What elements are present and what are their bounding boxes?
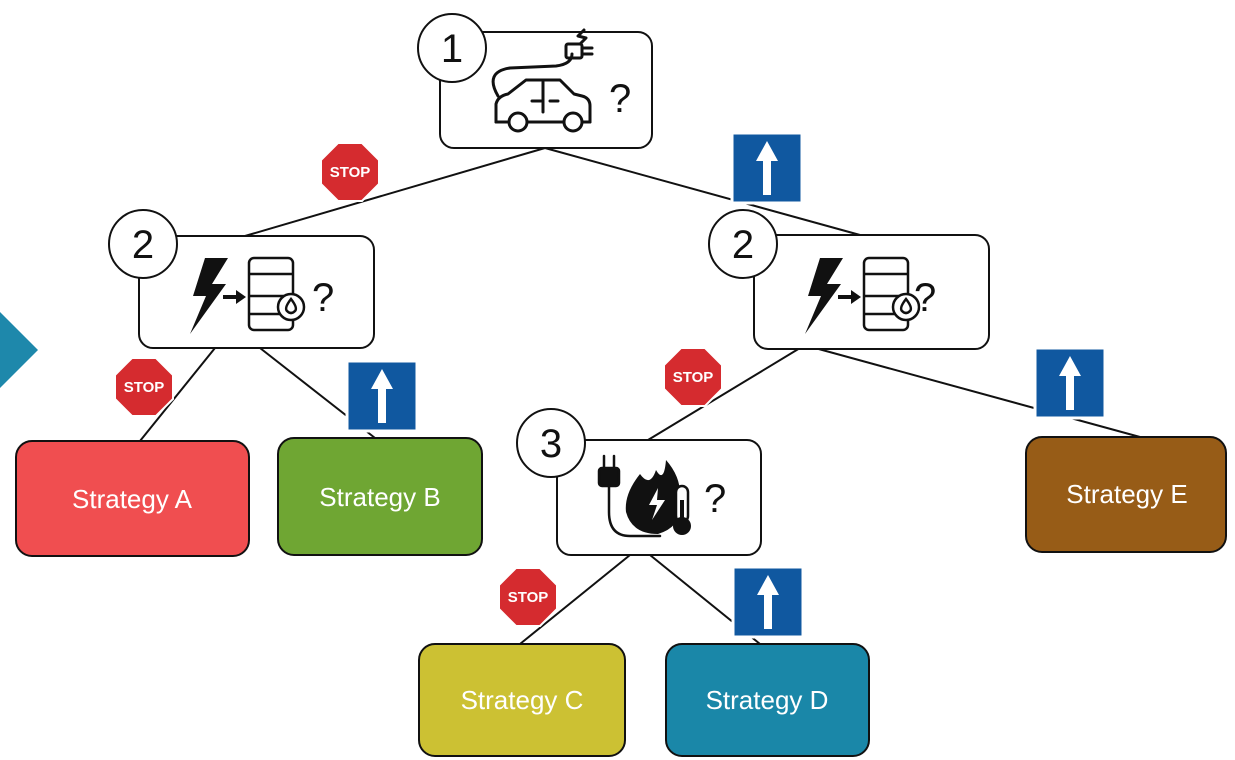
- question-mark: ?: [704, 477, 726, 521]
- question-node-2-right: ? 2: [708, 209, 990, 350]
- stop-sign-icon: STOP: [114, 357, 174, 417]
- tree-connectors: [139, 147, 1141, 645]
- node-number: 2: [132, 223, 154, 267]
- one-way-arrow-sign-icon: [345, 359, 419, 433]
- strategy-box: [15, 440, 250, 557]
- question-mark: ?: [609, 77, 631, 121]
- one-way-arrow-sign-icon: [731, 565, 805, 639]
- number-badge: [516, 408, 586, 478]
- strategy-box: [277, 437, 483, 556]
- node-number: 3: [540, 422, 562, 466]
- question-box: [753, 234, 990, 350]
- strategy-d: Strategy D: [665, 643, 870, 757]
- strategy-c: Strategy C: [418, 643, 626, 757]
- electric-car-icon: [491, 28, 594, 133]
- one-way-arrow-sign-icon: [1033, 346, 1107, 420]
- svg-text:STOP: STOP: [124, 379, 165, 396]
- electricity-to-fuel-icon: [190, 256, 306, 334]
- strategy-e: Strategy E: [1025, 436, 1227, 553]
- question-mark: ?: [914, 276, 936, 320]
- one-way-arrow-sign-icon: [730, 131, 804, 205]
- strategy-box: [418, 643, 626, 757]
- stop-sign-icon: STOP: [498, 567, 558, 627]
- connector-q2right-q3: [647, 347, 801, 441]
- strategy-box: [665, 643, 870, 757]
- question-node-2-left: ? 2: [108, 209, 375, 349]
- stop-sign-icon: STOP: [320, 142, 380, 202]
- strategy-label: Strategy E: [1066, 479, 1187, 509]
- question-node-3: ? 3: [516, 408, 762, 556]
- strategy-box: [1025, 436, 1227, 553]
- number-badge: [708, 209, 778, 279]
- svg-text:STOP: STOP: [330, 164, 371, 181]
- node-number: 2: [732, 223, 754, 267]
- node-number: 1: [441, 27, 463, 71]
- question-box: [439, 31, 653, 149]
- partial-chevron-shape: [0, 312, 38, 388]
- question-node-1: ? 1: [417, 13, 653, 149]
- connector-q1-q2right: [544, 147, 861, 236]
- number-badge: [108, 209, 178, 279]
- strategy-a: Strategy A: [15, 440, 250, 557]
- connector-q2left-a: [139, 347, 216, 442]
- connector-q3-c: [519, 554, 631, 645]
- strategy-label: Strategy B: [319, 482, 440, 512]
- connector-q2right-e: [814, 347, 1141, 438]
- stop-sign-icon: STOP: [663, 347, 723, 407]
- strategy-b: Strategy B: [277, 437, 483, 556]
- strategy-label: Strategy D: [706, 685, 829, 715]
- strategy-label: Strategy C: [461, 685, 584, 715]
- svg-text:STOP: STOP: [673, 369, 714, 386]
- strategy-label: Strategy A: [72, 484, 193, 514]
- number-badge: [417, 13, 487, 83]
- svg-text:STOP: STOP: [508, 589, 549, 606]
- connector-q1-q2left: [244, 147, 546, 237]
- electricity-to-fuel-icon: [805, 256, 921, 334]
- electric-heating-icon: [597, 454, 691, 538]
- question-mark: ?: [312, 276, 334, 320]
